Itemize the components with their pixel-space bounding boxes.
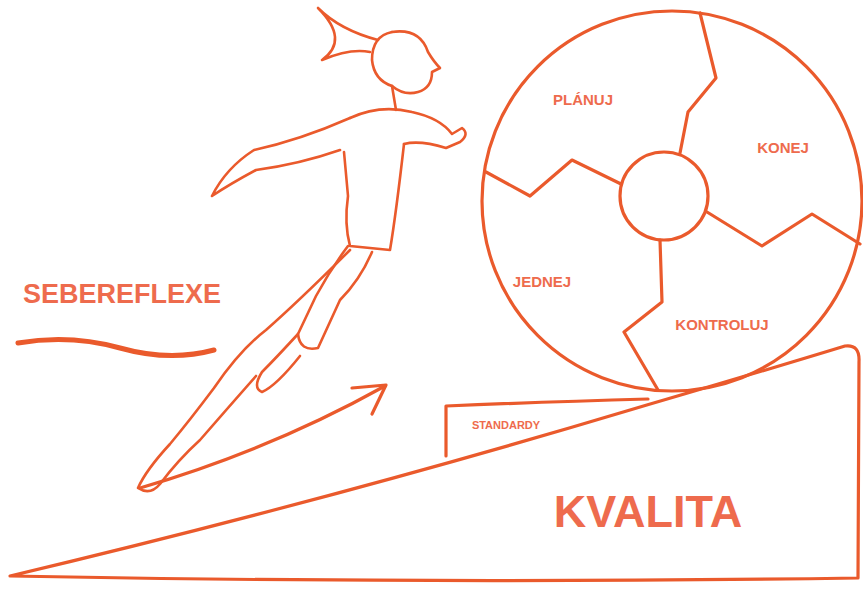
ball-seam <box>624 240 662 390</box>
node-text: STANDARDY <box>472 419 540 431</box>
running-girl <box>138 8 466 491</box>
ball-seam <box>486 160 621 196</box>
quality-ramp: KVALITA <box>550 485 746 539</box>
node-text: KVALITA <box>554 487 742 537</box>
node-text: JEDNEJ <box>513 274 571 291</box>
motion-arrow-head <box>352 385 386 414</box>
node-text: KONEJ <box>757 140 809 157</box>
ball-seam <box>680 13 716 153</box>
cycle-segment: PLÁNUJ <box>549 90 617 111</box>
ball-seam <box>707 212 860 246</box>
wedge-outline <box>446 399 648 456</box>
side-label: SEBEREFLEXE <box>23 280 221 310</box>
node-text: PLÁNUJ <box>553 92 613 109</box>
node-text: KONTROLUJ <box>675 317 768 334</box>
motion-line <box>18 339 214 355</box>
ball-core <box>620 152 708 240</box>
cycle-segment: JEDNEJ <box>509 272 575 293</box>
cycle-segment: KONTROLUJ <box>671 315 772 336</box>
standards-wedge: STANDARDY <box>468 417 544 433</box>
cycle-segment: KONEJ <box>753 138 813 159</box>
ball-outline <box>482 11 862 391</box>
